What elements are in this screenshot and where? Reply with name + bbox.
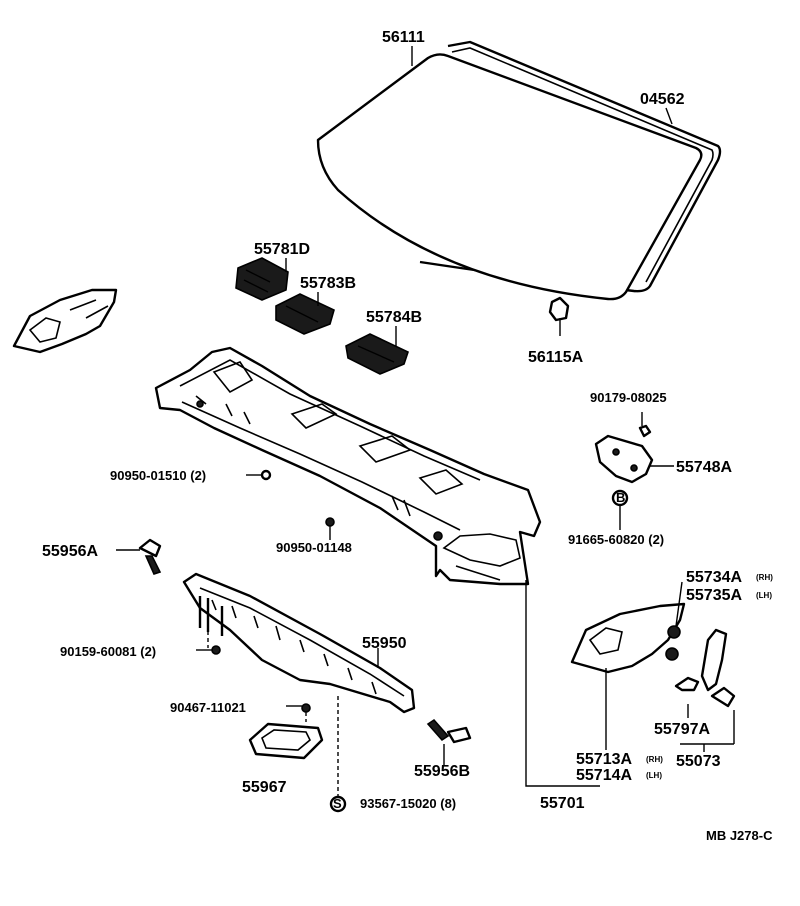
side-bracket-left bbox=[12, 288, 118, 354]
label-55735A-side: (LH) bbox=[756, 591, 772, 600]
label-55713A-side: (RH) bbox=[646, 755, 663, 764]
label-56115A: 56115A bbox=[528, 349, 584, 366]
label-90467-11021: 90467-11021 bbox=[170, 700, 246, 715]
label-55783B: 55783B bbox=[300, 275, 356, 292]
hose-55956A bbox=[138, 538, 162, 575]
clip-90467 bbox=[301, 703, 311, 713]
clip-55781D bbox=[235, 257, 289, 301]
clip-90950-01148 bbox=[325, 517, 335, 527]
label-55701: 55701 bbox=[540, 795, 585, 812]
label-04562: 04562 bbox=[640, 91, 685, 108]
label-55735A: 55735A bbox=[686, 587, 742, 604]
diagram-code: MB J278-C bbox=[706, 828, 773, 843]
label-55748A: 55748A bbox=[676, 459, 732, 476]
label-55713A: 55713A bbox=[576, 751, 632, 768]
cowl-louver-55950 bbox=[182, 572, 416, 714]
label-55781D: 55781D bbox=[254, 241, 310, 258]
stopper-56115A bbox=[548, 296, 570, 322]
label-91665-60820: 91665-60820 (2) bbox=[568, 532, 664, 547]
label-55967: 55967 bbox=[242, 779, 287, 796]
clip-55784B bbox=[345, 333, 409, 375]
symbol-s: S bbox=[333, 796, 342, 811]
label-90159-60081: 90159-60081 (2) bbox=[60, 644, 156, 659]
label-90950-01510: 90950-01510 (2) bbox=[110, 468, 206, 483]
side-panel-right bbox=[570, 602, 686, 674]
label-55734A-side: (RH) bbox=[756, 573, 773, 582]
leader-lines bbox=[116, 46, 735, 813]
label-55956A: 55956A bbox=[42, 543, 98, 560]
label-55797A: 55797A bbox=[654, 721, 710, 738]
label-55784B: 55784B bbox=[366, 309, 422, 326]
seal-55967 bbox=[248, 722, 324, 760]
label-55714A-side: (LH) bbox=[646, 771, 662, 780]
label-93567-15020: 93567-15020 (8) bbox=[360, 796, 456, 811]
seal-55797A bbox=[674, 676, 700, 692]
clip-90950-01510 bbox=[260, 469, 272, 481]
bracket-55748A bbox=[594, 424, 654, 507]
hose-55956B bbox=[426, 718, 472, 744]
label-90179-08025: 90179-08025 bbox=[590, 390, 667, 405]
label-55956B: 55956B bbox=[414, 763, 470, 780]
label-55950: 55950 bbox=[362, 635, 407, 652]
label-55734A: 55734A bbox=[686, 569, 742, 586]
clip-55073 bbox=[710, 686, 736, 708]
symbol-b: B bbox=[616, 490, 625, 505]
cowl-top-panel bbox=[154, 346, 542, 586]
clip-55783B bbox=[275, 293, 335, 335]
windshield-glass bbox=[316, 53, 703, 301]
label-55073: 55073 bbox=[676, 753, 721, 770]
bracket-55734A bbox=[700, 628, 728, 692]
label-56111: 56111 bbox=[382, 29, 425, 46]
label-90950-01148: 90950-01148 bbox=[276, 540, 352, 555]
label-55714A: 55714A bbox=[576, 767, 632, 784]
clip-90159 bbox=[211, 645, 221, 655]
